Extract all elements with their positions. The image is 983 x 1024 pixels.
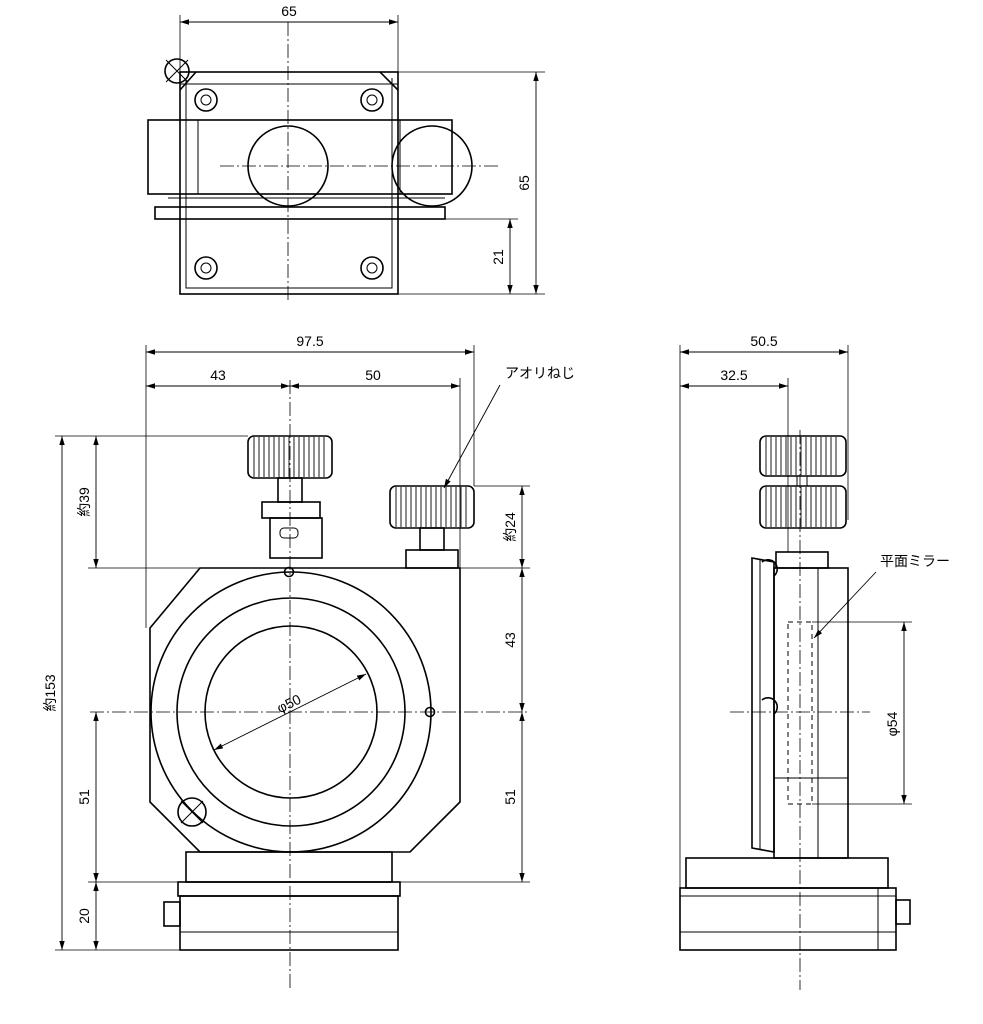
front-view: φ50 97.5 43 50 アオリねじ 約153 約39 51 20 <box>42 333 575 990</box>
dim-front-total-width: 97.5 <box>296 333 323 349</box>
top-view: 65 65 21 <box>147 3 545 300</box>
side-mirror-plate <box>751 557 775 853</box>
side-view: 50.5 32.5 平面ミラー φ54 <box>679 333 950 990</box>
cross-screw-icon <box>177 797 207 827</box>
dim-front-right: 50 <box>365 367 381 383</box>
dim-front-center-left: 51 <box>76 789 92 805</box>
top-plate-outline <box>179 71 399 295</box>
dim-front-center-right: 51 <box>502 789 518 805</box>
side-base <box>679 887 897 951</box>
side-adjust-knob <box>759 485 847 529</box>
front-base-upper <box>185 851 393 883</box>
label-mirror: 平面ミラー <box>880 553 950 569</box>
screw-icon <box>360 256 384 280</box>
screw-icon <box>194 88 218 112</box>
side-top-knob <box>759 435 847 477</box>
dim-side-mirror-dia: φ54 <box>884 711 900 736</box>
dim-front-knob-height: 約39 <box>76 487 92 517</box>
label-adjust-screw: アオリねじ <box>505 365 575 381</box>
screw-icon <box>360 88 384 112</box>
dim-side-total-width: 50.5 <box>750 333 777 349</box>
side-base-upper <box>685 857 889 889</box>
dim-front-adjust-height: 約24 <box>502 512 518 542</box>
dim-front-base: 20 <box>76 908 92 924</box>
front-base <box>179 895 399 951</box>
side-body <box>773 567 849 859</box>
dim-front-total-height: 約153 <box>42 674 58 712</box>
front-body <box>149 567 461 853</box>
dim-top-height: 65 <box>516 175 532 191</box>
top-bar <box>147 119 453 195</box>
screw-icon <box>194 256 218 280</box>
dim-top-offset: 21 <box>490 249 506 265</box>
dim-front-left: 43 <box>210 367 226 383</box>
cross-screw-icon <box>164 58 190 84</box>
dim-front-upper: 43 <box>502 632 518 648</box>
dim-top-width: 65 <box>281 3 297 19</box>
knurl-pattern <box>253 437 325 477</box>
dim-side-partial-width: 32.5 <box>720 367 747 383</box>
top-flange <box>154 206 446 220</box>
